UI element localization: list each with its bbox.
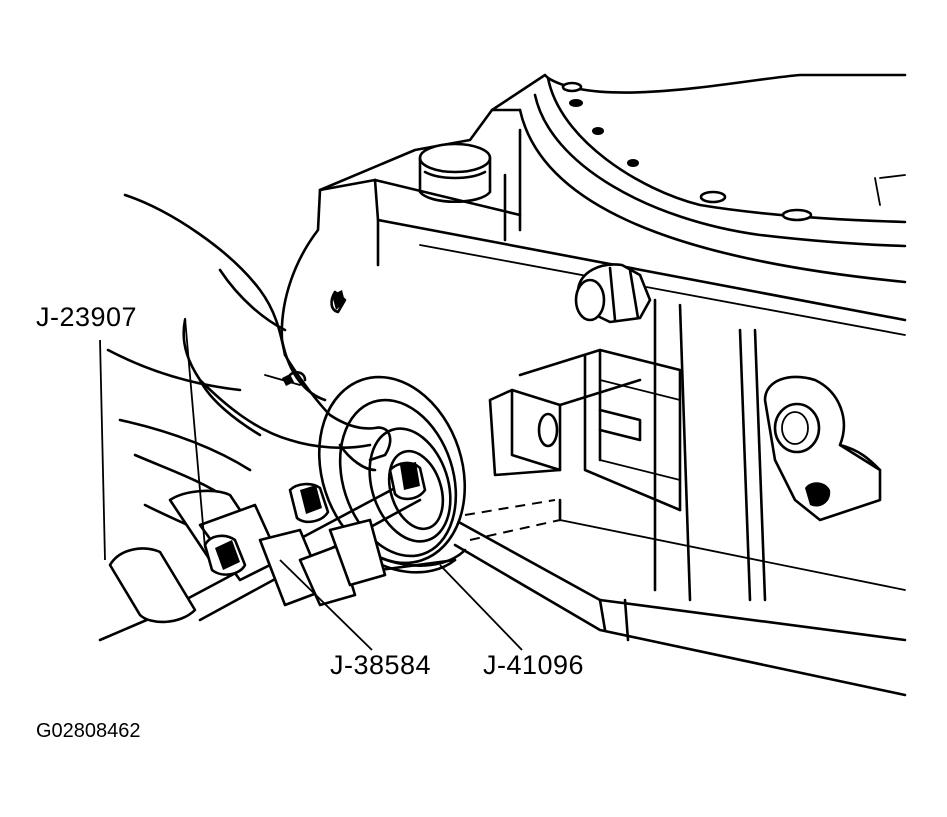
leader-j41096 <box>439 564 523 651</box>
tool-handle-j23907 <box>98 461 427 642</box>
side-lug <box>738 328 882 602</box>
hex-bolt <box>574 263 652 324</box>
leader-j38584 <box>279 559 373 651</box>
figure-id: G02808462 <box>36 720 141 742</box>
housing-top-rim <box>490 73 907 284</box>
leader-j23907-b <box>184 317 206 549</box>
label-j23907: J-23907 <box>36 302 138 332</box>
mounting-boss <box>488 298 692 602</box>
hand <box>106 193 392 542</box>
leader-lines <box>99 317 523 651</box>
label-j38584: J-38584 <box>330 650 432 680</box>
housing-lower-body <box>280 290 907 697</box>
housing-upper-body <box>280 108 907 342</box>
leader-j23907-a <box>99 339 106 561</box>
label-j41096: J-41096 <box>483 650 585 680</box>
